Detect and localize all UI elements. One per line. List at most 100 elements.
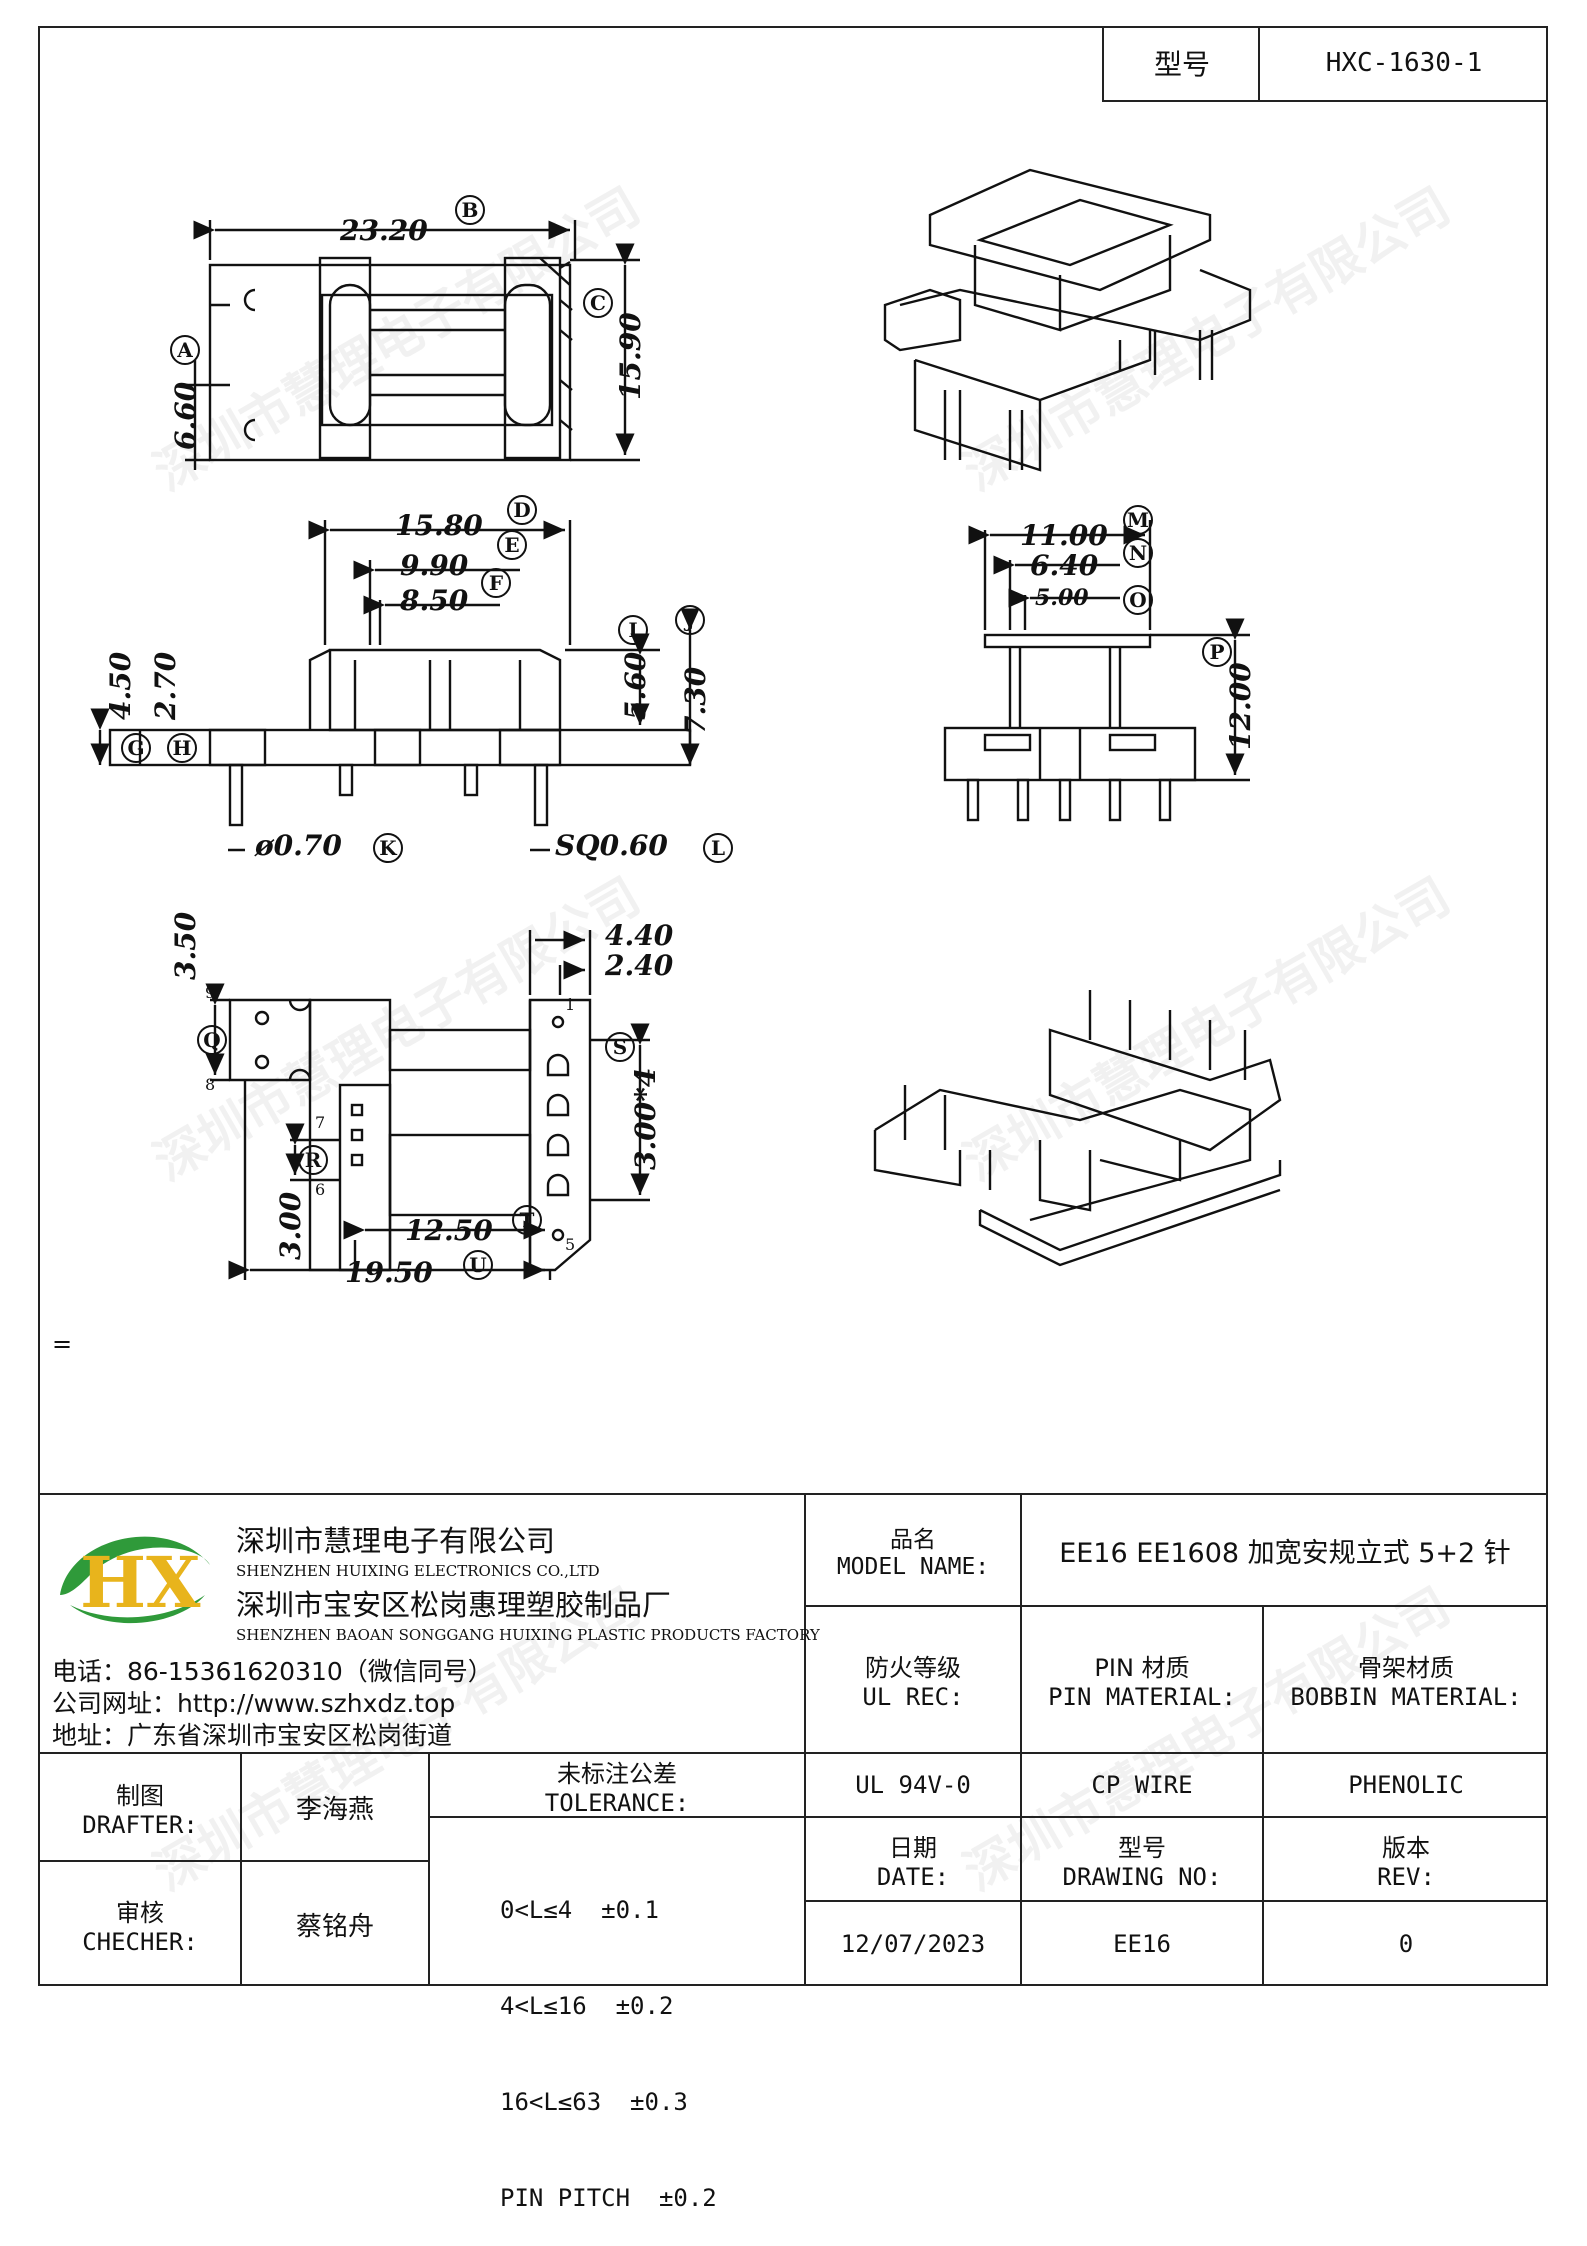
bottom-view — [205, 930, 650, 1280]
svg-text:G: G — [127, 736, 144, 760]
dim-top-slot: 6.60 — [169, 381, 202, 450]
svg-text:P: P — [1209, 640, 1224, 664]
drafter-label: 制图 DRAFTER: — [82, 1781, 198, 1839]
ref-circle: R — [298, 1145, 328, 1175]
dim-front-pin-dia: ø0.70 — [254, 829, 342, 862]
dim-side-w3: 5.00 — [1035, 585, 1089, 611]
model-name-value: EE16 EE1608 加宽安规立式 5+2 针 — [1059, 1537, 1511, 1569]
ref-circle: M — [1123, 505, 1153, 535]
dim-front-d3: 8.50 — [399, 584, 469, 617]
svg-text:C: C — [590, 291, 606, 315]
dim-front-v2: 7.30 — [679, 666, 712, 735]
pin-material-value: CP WIRE — [1091, 1771, 1193, 1799]
pin-number: 6 — [315, 1180, 325, 1199]
ref-circle: Q — [197, 1025, 227, 1055]
company-phone: 电话：86-15361620310（微信同号） — [52, 1657, 493, 1686]
dim-front-h1: 4.50 — [104, 651, 137, 720]
svg-text:N: N — [1129, 541, 1147, 565]
ref-circle: F — [481, 568, 511, 598]
checker-label: 审核 CHECHER: — [82, 1898, 198, 1956]
svg-text:B: B — [462, 198, 479, 222]
company-address: 地址：广东省深圳市宝安区松岗街道 — [52, 1721, 453, 1750]
svg-text:F: F — [489, 571, 503, 595]
header-model-label: 型号 — [1102, 26, 1260, 102]
ref-circle: J — [675, 605, 705, 635]
dim-side-w2: 6.40 — [1030, 549, 1099, 582]
dim-bottom-b: 3.00 — [274, 1191, 307, 1260]
svg-text:S: S — [613, 1035, 627, 1059]
company-name-cn: 深圳市慧理电子有限公司 — [236, 1524, 556, 1558]
dim-front-pin-sq: SQ0.60 — [555, 829, 668, 862]
ul-value: UL 94V-0 — [855, 1771, 971, 1799]
date-value: 12/07/2023 — [840, 1930, 986, 1958]
svg-text:H: H — [173, 736, 192, 760]
svg-text:I: I — [628, 618, 637, 642]
ref-circle: L — [703, 833, 733, 863]
svg-text:O: O — [1129, 588, 1146, 612]
company-name-en: SHENZHEN HUIXING ELECTRONICS CO.,LTD — [236, 1562, 600, 1580]
stray-mark: = — [52, 1330, 73, 1358]
pin-number: 9 — [205, 983, 215, 1002]
dim-side-h: 12.00 — [1224, 662, 1257, 750]
company-website: 公司网址：http://www.szhxdz.top — [52, 1689, 456, 1718]
svg-text:K: K — [379, 836, 397, 860]
pin-number: 5 — [565, 1235, 575, 1254]
drawing-no-value: EE16 — [1113, 1930, 1171, 1958]
ref-circle: I — [618, 615, 648, 645]
svg-text:E: E — [504, 533, 519, 557]
grid-line — [428, 1816, 804, 1818]
svg-text:J: J — [683, 608, 694, 632]
grid-line — [38, 1752, 1548, 1754]
grid-line — [804, 1605, 1548, 1607]
pin-material-label: PIN 材质 PIN MATERIAL: — [1048, 1654, 1236, 1711]
drawing-no-label: 型号 DRAWING NO: — [1062, 1833, 1222, 1891]
ref-circle: G — [121, 733, 151, 763]
checker-name: 蔡铭舟 — [295, 1911, 374, 1942]
ref-circle: K — [373, 833, 403, 863]
svg-text:T: T — [520, 1208, 535, 1232]
side-view — [943, 520, 1250, 822]
ref-circle: A — [170, 335, 200, 365]
technical-drawing: 23.20 15.90 6.60 15.80 9.90 8.50 4.50 2.… — [90, 168, 1282, 1289]
tolerance-line: PIN PITCH ±0.2 — [500, 2184, 717, 2212]
logo-letters: HX — [80, 1541, 201, 1624]
dim-bottom-d: 2.40 — [604, 949, 674, 982]
svg-text:A: A — [176, 338, 193, 362]
ref-circle: H — [167, 733, 197, 763]
ref-circle: O — [1123, 585, 1153, 615]
ref-circle: U — [463, 1250, 493, 1280]
grid-line — [1020, 1493, 1022, 1986]
ref-circle: B — [455, 195, 485, 225]
ul-label: 防火等级 UL REC: — [862, 1654, 964, 1711]
tolerance-lines: 0<L≤4 ±0.1 4<L≤16 ±0.2 16<L≤63 ±0.3 PIN … — [500, 1830, 717, 2246]
svg-text:D: D — [513, 498, 530, 522]
tolerance-line: 16<L≤63 ±0.3 — [500, 2088, 688, 2116]
ref-circle: C — [583, 288, 613, 318]
model-name-label: 品名 MODEL NAME: — [836, 1527, 990, 1580]
dim-front-d2: 9.90 — [400, 549, 469, 582]
title-block — [38, 1493, 1548, 1986]
ref-circle: S — [605, 1032, 635, 1062]
ref-circle: E — [497, 530, 527, 560]
ref-circle: P — [1202, 637, 1232, 667]
bobbin-material-value: PHENOLIC — [1348, 1771, 1464, 1799]
bobbin-material-label: 骨架材质 BOBBIN MATERIAL: — [1290, 1654, 1522, 1711]
dim-top-width: 23.20 — [339, 214, 428, 247]
date-label: 日期 DATE: — [876, 1833, 950, 1891]
pin-number: 8 — [205, 1075, 215, 1094]
svg-text:R: R — [305, 1148, 322, 1172]
front-view — [90, 520, 700, 852]
tolerance-label: 未标注公差 TOLERANCE: — [544, 1759, 690, 1817]
company-logo: HX — [60, 1536, 210, 1624]
header-model-value-text: HXC-1630-1 — [1325, 48, 1483, 78]
factory-name-en: SHENZHEN BAOAN SONGGANG HUIXING PLASTIC … — [236, 1626, 820, 1644]
dim-front-h2: 2.70 — [149, 651, 182, 721]
grid-line — [804, 1900, 1548, 1902]
factory-name-cn: 深圳市宝安区松岗惠理塑胶制品厂 — [236, 1588, 672, 1622]
svg-text:U: U — [469, 1253, 486, 1277]
iso-view-bottom — [873, 990, 1282, 1267]
dim-bottom-c: 4.40 — [605, 919, 674, 952]
pin-number: 7 — [315, 1113, 325, 1132]
dim-bottom-a: 3.50 — [169, 911, 202, 980]
dim-front-v1: 5.60 — [619, 651, 652, 720]
